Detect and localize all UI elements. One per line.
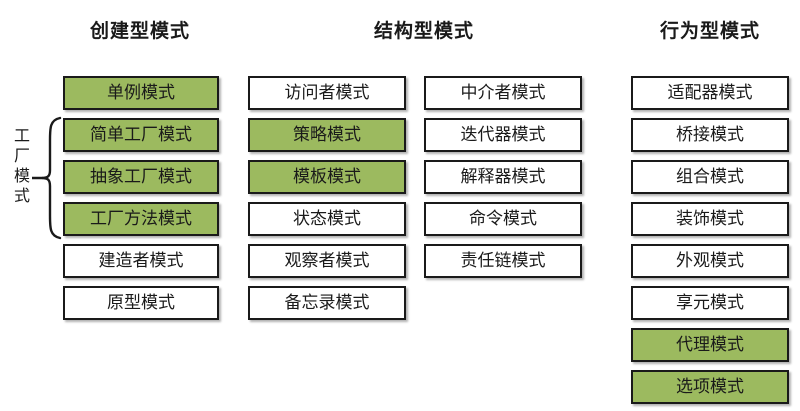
column-header-creational: 创建型模式 bbox=[89, 20, 191, 42]
pattern-box-template[interactable]: 模板模式 bbox=[248, 160, 406, 194]
pattern-box-abstract-factory[interactable]: 抽象工厂模式 bbox=[63, 160, 219, 194]
pattern-box-prototype[interactable]: 原型模式 bbox=[63, 286, 219, 320]
factory-group-brace-icon bbox=[32, 116, 62, 240]
pattern-box-observer[interactable]: 观察者模式 bbox=[248, 244, 406, 278]
pattern-box-composite[interactable]: 组合模式 bbox=[631, 160, 789, 194]
pattern-box-singleton[interactable]: 单例模式 bbox=[63, 76, 219, 110]
bracket-label-factory-patterns: 工厂模式 bbox=[13, 126, 30, 205]
pattern-box-flyweight[interactable]: 享元模式 bbox=[631, 286, 789, 320]
pattern-box-visitor[interactable]: 访问者模式 bbox=[248, 76, 406, 110]
pattern-box-factory-method[interactable]: 工厂方法模式 bbox=[63, 202, 219, 236]
pattern-box-iterator[interactable]: 迭代器模式 bbox=[424, 118, 582, 152]
pattern-box-decorator[interactable]: 装饰模式 bbox=[631, 202, 789, 236]
column-header-structural: 结构型模式 bbox=[373, 20, 475, 42]
pattern-box-strategy[interactable]: 策略模式 bbox=[248, 118, 406, 152]
pattern-box-adapter[interactable]: 适配器模式 bbox=[631, 76, 789, 110]
pattern-box-simple-factory[interactable]: 简单工厂模式 bbox=[63, 118, 219, 152]
pattern-box-mediator[interactable]: 中介者模式 bbox=[424, 76, 582, 110]
pattern-box-proxy[interactable]: 代理模式 bbox=[631, 328, 789, 362]
pattern-box-interpreter[interactable]: 解释器模式 bbox=[424, 160, 582, 194]
pattern-box-bridge[interactable]: 桥接模式 bbox=[631, 118, 789, 152]
pattern-box-state[interactable]: 状态模式 bbox=[248, 202, 406, 236]
pattern-box-options[interactable]: 选项模式 bbox=[631, 370, 789, 404]
pattern-box-facade[interactable]: 外观模式 bbox=[631, 244, 789, 278]
pattern-box-command[interactable]: 命令模式 bbox=[424, 202, 582, 236]
column-header-behavioral: 行为型模式 bbox=[659, 20, 761, 42]
pattern-box-chain-of-responsibility[interactable]: 责任链模式 bbox=[424, 244, 582, 278]
pattern-box-builder[interactable]: 建造者模式 bbox=[63, 244, 219, 278]
pattern-box-memento[interactable]: 备忘录模式 bbox=[248, 286, 406, 320]
